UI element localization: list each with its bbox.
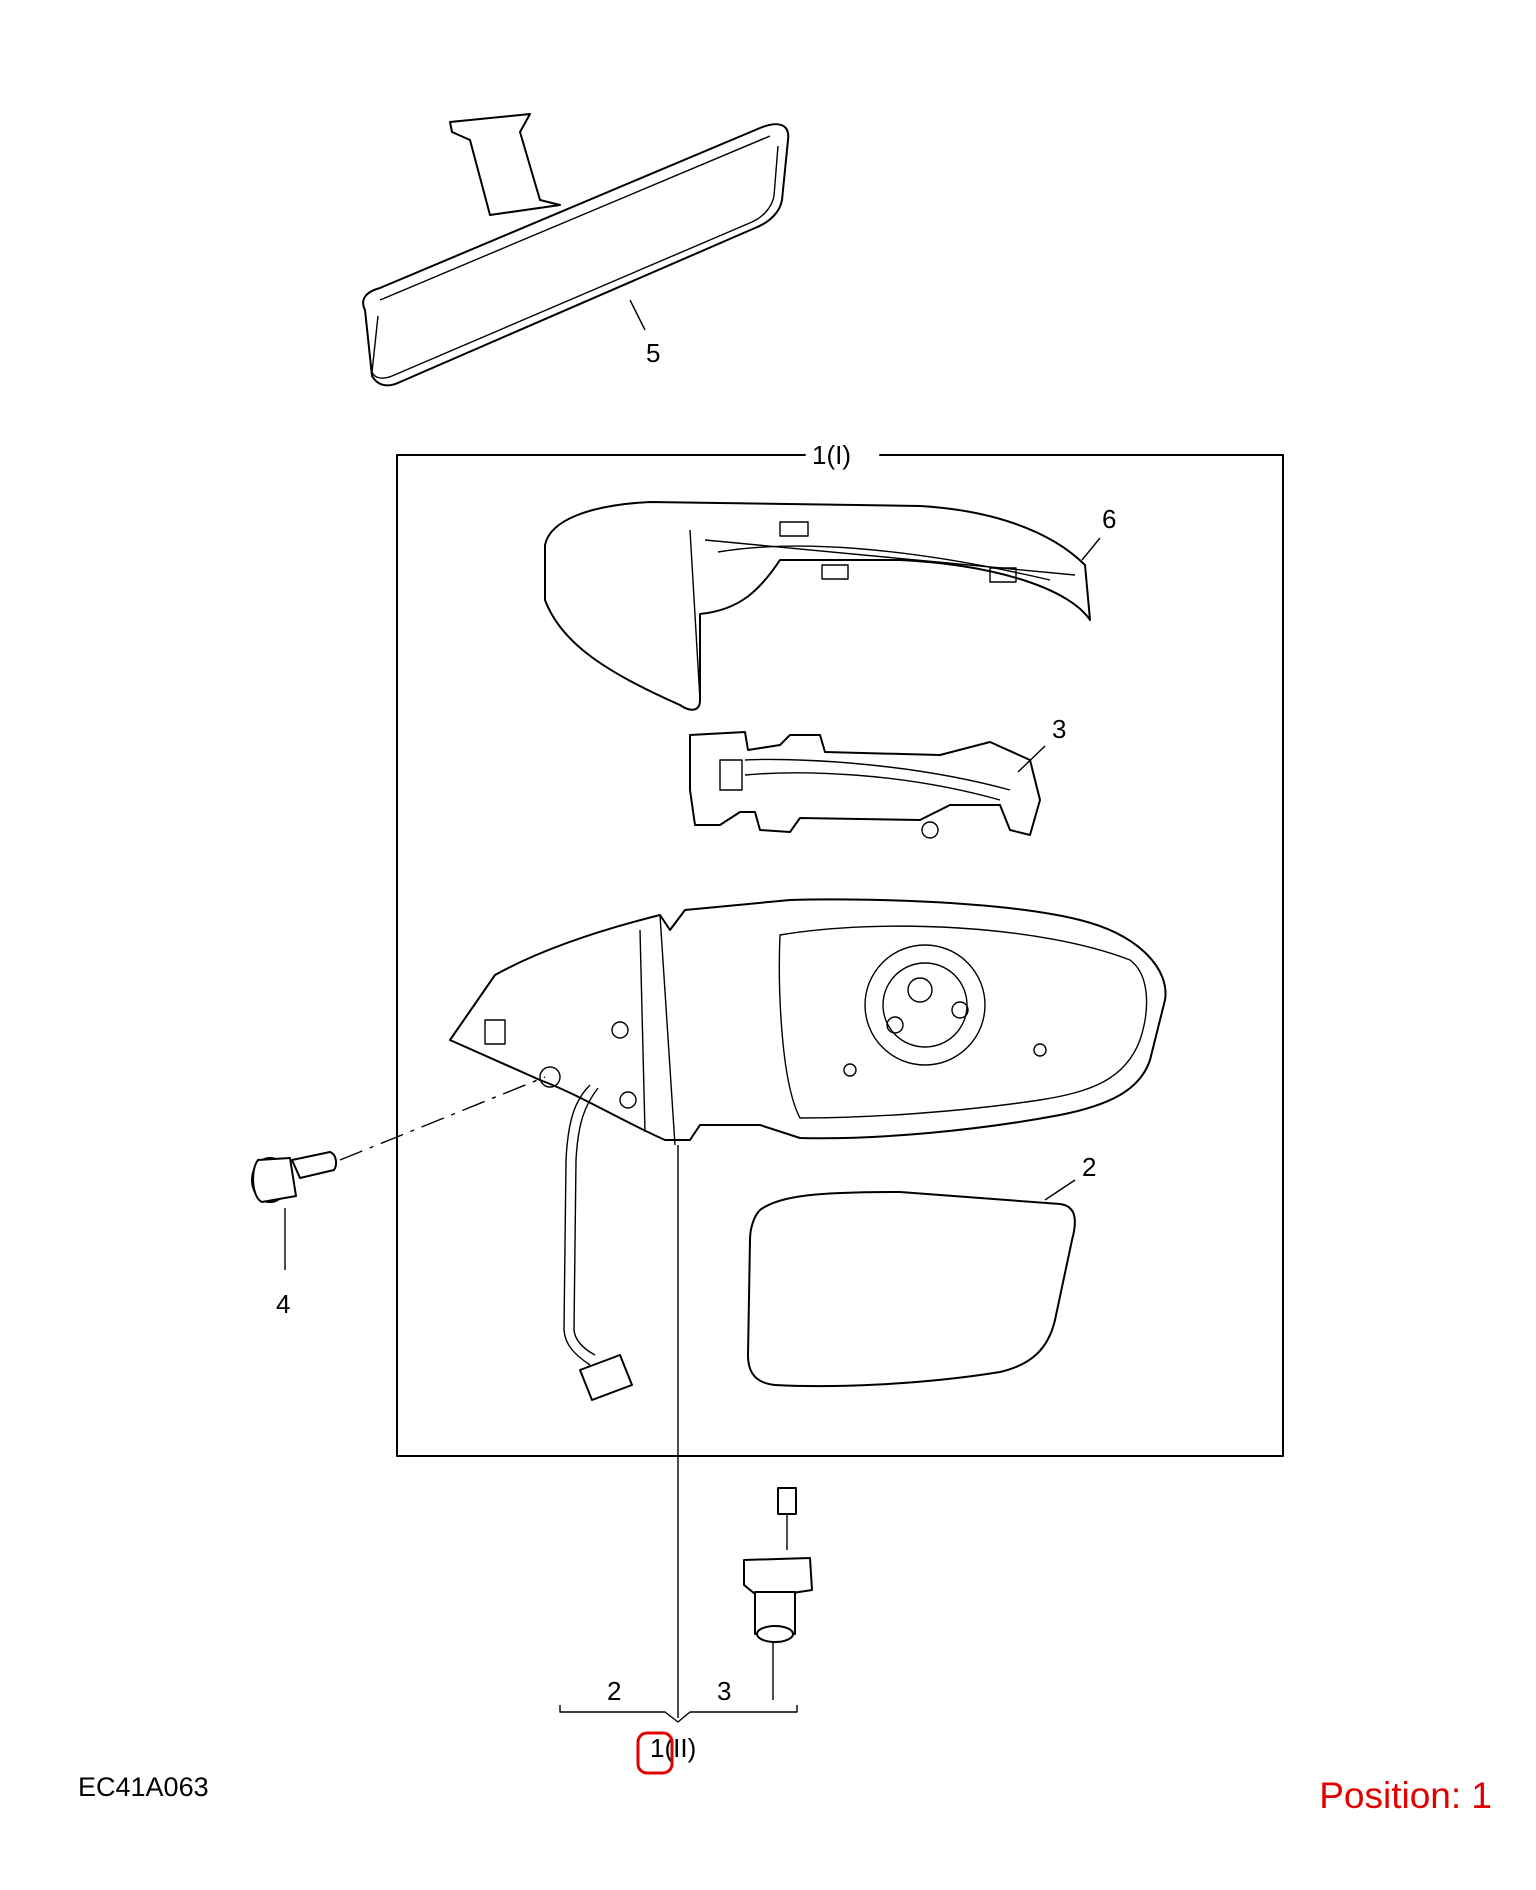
- callout-sub-3: 3: [717, 1676, 731, 1706]
- subassembly-bracket: [559, 1705, 798, 1723]
- bolt-part[interactable]: [251, 1151, 338, 1270]
- mirror-housing-part[interactable]: [449, 898, 1167, 1401]
- callout-2: 2: [1082, 1152, 1096, 1182]
- callout-3: 3: [1052, 714, 1066, 744]
- motor-subpart[interactable]: [743, 1487, 813, 1700]
- drawing-code: EC41A063: [78, 1772, 209, 1802]
- callout-4: 4: [276, 1289, 290, 1319]
- callout-6: 6: [1102, 504, 1116, 534]
- frame-label: 1(I): [812, 440, 851, 470]
- interior-mirror-part[interactable]: [362, 113, 790, 387]
- assembly-frame: [396, 454, 1284, 1457]
- position-marker[interactable]: [636, 1731, 674, 1775]
- callout-5: 5: [646, 338, 660, 368]
- mirror-glass-part[interactable]: [747, 1179, 1076, 1388]
- mirror-cap-part[interactable]: [544, 501, 1101, 711]
- callout-sub-2: 2: [607, 1676, 621, 1706]
- indicator-part[interactable]: [689, 731, 1046, 839]
- position-label: Position: 1: [1319, 1775, 1492, 1816]
- bolt-axis-line: [339, 1076, 546, 1161]
